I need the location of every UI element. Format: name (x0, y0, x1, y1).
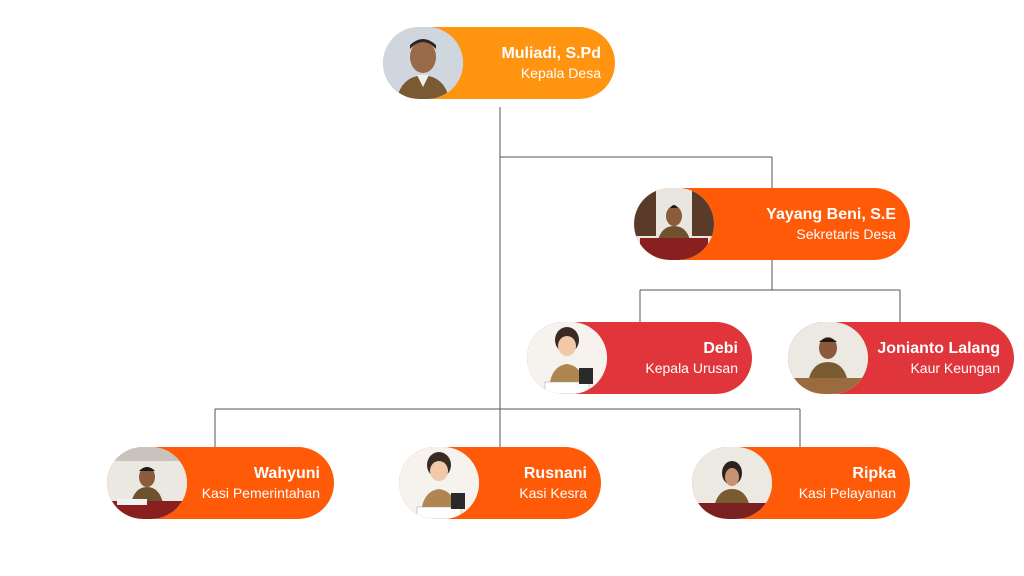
node-kepala-urusan: Debi Kepala Urusan (527, 322, 752, 394)
node-role: Kepala Desa (520, 65, 601, 81)
woman-illustration-icon (527, 322, 607, 394)
node-role: Kasi Pelayanan (798, 485, 896, 501)
node-kasi-pelayanan: Ripka Kasi Pelayanan (692, 447, 910, 519)
node-kepala-desa: Muliadi, S.Pd Kepala Desa (383, 27, 615, 99)
node-kaur-keungan: Jonianto Lalang Kaur Keungan (788, 322, 1014, 394)
man-desk-photo-icon (107, 447, 187, 519)
node-kasi-kesra: Rusnani Kasi Kesra (399, 447, 601, 519)
man-photo-icon (383, 27, 463, 99)
node-role: Kasi Pemerintahan (201, 485, 320, 501)
node-sekretaris-desa: Yayang Beni, S.E Sekretaris Desa (634, 188, 910, 260)
node-role: Kaur Keungan (910, 360, 1000, 376)
node-role: Kepala Urusan (645, 360, 738, 376)
node-name: Muliadi, S.Pd (501, 45, 601, 62)
woman-illustration-icon (399, 447, 479, 519)
node-name: Rusnani (523, 465, 587, 482)
node-name: Ripka (852, 465, 896, 482)
node-role: Kasi Kesra (519, 485, 587, 501)
node-name: Wahyuni (253, 465, 320, 482)
node-role: Sekretaris Desa (796, 226, 896, 242)
man-photo-icon (788, 322, 868, 394)
node-name: Yayang Beni, S.E (766, 206, 896, 223)
woman-desk-photo-icon (692, 447, 772, 519)
node-name: Jonianto Lalang (877, 340, 1000, 357)
man-desk-photo-icon (634, 188, 714, 260)
node-name: Debi (703, 340, 738, 357)
node-kasi-pemerintahan: Wahyuni Kasi Pemerintahan (107, 447, 334, 519)
